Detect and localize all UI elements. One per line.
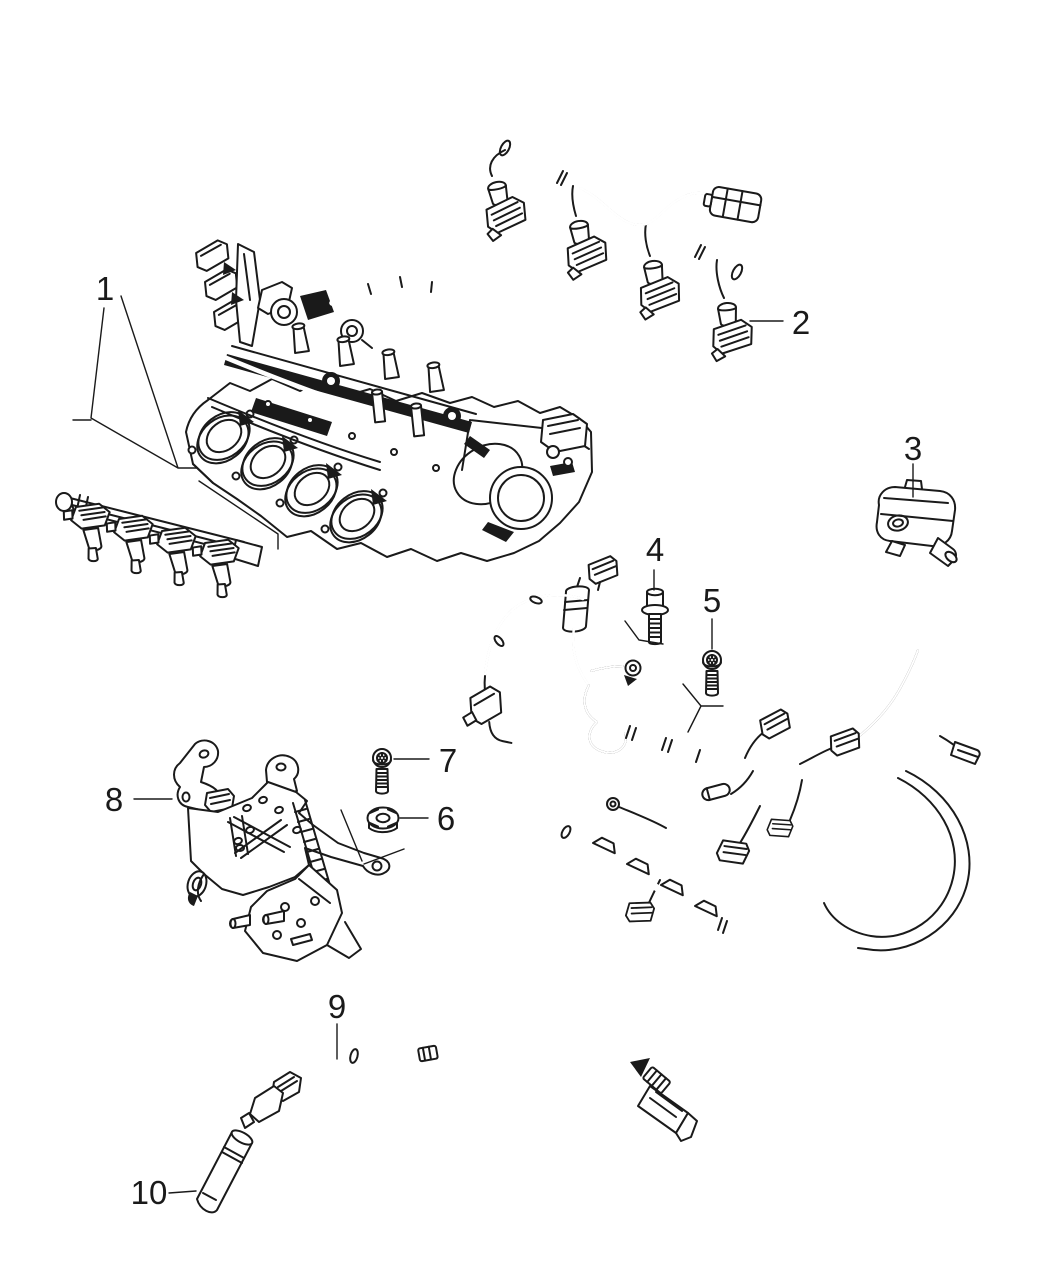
callout-label-1: 1 (96, 270, 114, 307)
callout-label-8: 8 (105, 781, 123, 818)
callout-label-4: 4 (646, 531, 664, 568)
hex-flange-bolt-4 (641, 587, 669, 646)
sensor-connector-3 (875, 479, 985, 773)
callout-label-9: 9 (328, 988, 346, 1025)
leader-1 (72, 295, 279, 550)
callout-label-3: 3 (904, 430, 922, 467)
intake-manifold-assembly-drawing (185, 239, 593, 562)
leader-4 (624, 569, 664, 645)
mounting-bracket (173, 739, 391, 962)
callout-label-2: 2 (792, 304, 810, 341)
leader-5 (682, 618, 724, 733)
sensor-cable-9 (240, 951, 698, 1142)
callout-label-5: 5 (703, 582, 721, 619)
leader-6 (340, 809, 429, 865)
socket-head-bolt-7 (372, 748, 392, 795)
leader-10 (168, 1190, 197, 1194)
fuel-rail-with-injectors (53, 492, 263, 600)
callout-label-10: 10 (131, 1174, 168, 1211)
socket-head-bolt-5 (702, 650, 722, 697)
callout-label-6: 6 (437, 800, 455, 837)
lock-nut-6 (366, 806, 400, 834)
callout-label-7: 7 (439, 742, 457, 779)
injector-wiring-harness (476, 139, 763, 363)
protective-sleeve-10 (196, 1129, 254, 1214)
callout-leaders (72, 295, 914, 1194)
engine-wiring-harness (462, 554, 981, 957)
